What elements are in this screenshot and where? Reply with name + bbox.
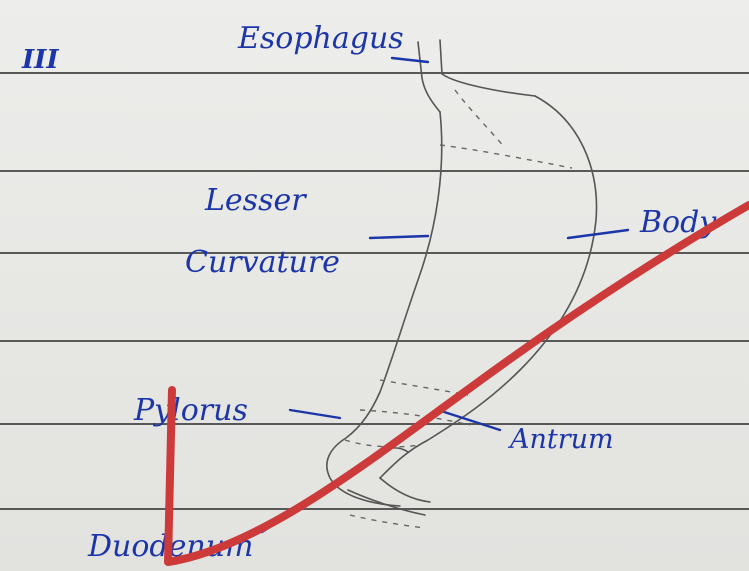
- roman-numeral: III: [21, 45, 59, 75]
- duodenum-outline: [348, 490, 425, 515]
- duodenum-outline-inner: [380, 478, 430, 502]
- pylorus-leader: [290, 410, 340, 418]
- label-antrum: Antrum: [507, 424, 614, 455]
- esophagus-left-wall: [418, 42, 440, 112]
- esophagus-leader: [392, 58, 428, 62]
- esophagus-right-wall: [440, 40, 535, 96]
- label-curvature: Curvature: [185, 245, 340, 280]
- region-dashes: [345, 90, 572, 528]
- label-pylorus: Pylorus: [133, 393, 248, 428]
- label-lesser: Lesser: [204, 183, 307, 218]
- label-esophagus: Esophagus: [237, 21, 404, 56]
- body-leader: [568, 230, 628, 238]
- lesser-curvature-leader: [370, 236, 428, 238]
- greater-curvature-outline: [380, 96, 596, 478]
